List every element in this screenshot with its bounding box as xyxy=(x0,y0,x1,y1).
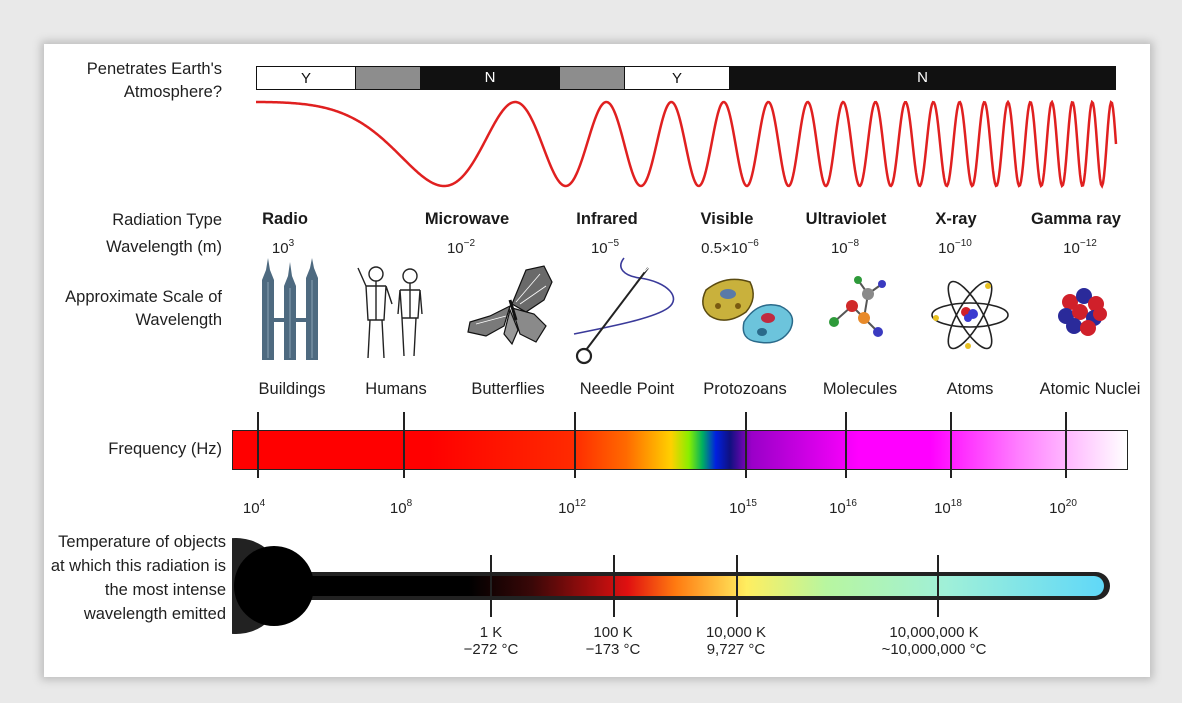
object-buildings: Buildings xyxy=(258,380,326,398)
temperature-tick-line xyxy=(736,555,738,617)
nucleus-icon xyxy=(1058,288,1107,336)
atmosphere-segment-partial2 xyxy=(559,66,625,90)
object-atomic-nuclei: Atomic Nuclei xyxy=(1039,380,1141,398)
approx-scale-label: Approximate Scale of Wavelength xyxy=(65,288,222,329)
wavelength-xray: 10−10 xyxy=(938,238,972,258)
radiation-type-label: Radiation Type xyxy=(112,211,222,229)
atmosphere-segment-n2: N xyxy=(729,66,1116,90)
protozoan-icon xyxy=(702,278,794,344)
radiation-name-xray: X-ray xyxy=(935,210,977,228)
thermometer-graphic xyxy=(232,538,1110,634)
frequency-tick-line xyxy=(574,412,576,478)
wavelength-infrared: 10−5 xyxy=(590,238,620,258)
frequency-tick-label: 1016 xyxy=(829,498,857,518)
wavelength-radio: 103 xyxy=(271,238,295,258)
radiation-name-ultraviolet: Ultraviolet xyxy=(805,210,887,228)
humans-icon xyxy=(357,266,423,359)
frequency-tick-line xyxy=(257,412,259,478)
radiation-name-infrared: Infrared xyxy=(576,210,638,228)
temperature-tick-label: 100 K−173 °C xyxy=(585,624,641,658)
buildings-icon xyxy=(262,258,318,360)
frequency-tick-label: 104 xyxy=(242,498,266,518)
temperature-tick-line xyxy=(937,555,939,617)
molecule-icon xyxy=(829,276,886,337)
object-butterflies: Butterflies xyxy=(471,380,545,398)
frequency-spectrum-bar xyxy=(232,430,1128,470)
object-needle-point: Needle Point xyxy=(579,380,675,398)
needle-icon xyxy=(573,257,675,365)
frequency-tick-label: 1018 xyxy=(934,498,962,518)
atmosphere-segment-partial1 xyxy=(355,66,421,90)
wavelength-visible: 0.5×10−6 xyxy=(701,238,759,258)
frequency-tick-line xyxy=(950,412,952,478)
wavelength-ultraviolet: 10−8 xyxy=(830,238,860,258)
frequency-tick-line xyxy=(403,412,405,478)
temperature-tick-line xyxy=(613,555,615,617)
frequency-tick-line xyxy=(1065,412,1067,478)
wavelength-gamma: 10−12 xyxy=(1063,238,1097,258)
frequency-tick-label: 108 xyxy=(389,498,413,518)
object-atoms: Atoms xyxy=(946,380,994,398)
radiation-name-microwave: Microwave xyxy=(424,210,510,228)
radiation-name-visible: Visible xyxy=(700,210,754,228)
butterfly-icon xyxy=(467,265,553,346)
frequency-tick-label: 1015 xyxy=(729,498,757,518)
frequency-tick-label: 1012 xyxy=(558,498,586,518)
object-humans: Humans xyxy=(365,380,427,398)
radiation-name-gamma: Gamma ray xyxy=(1031,210,1121,228)
atmosphere-segment-y1: Y xyxy=(256,66,356,90)
temperature-tick-line xyxy=(490,555,492,617)
wave-graphic xyxy=(256,100,1118,189)
temperature-tick-label: 1 K−272 °C xyxy=(463,624,519,658)
object-molecules: Molecules xyxy=(822,380,898,398)
wavelength-label: Wavelength (m) xyxy=(106,238,222,256)
frequency-tick-line xyxy=(845,412,847,478)
atmosphere-segment-y2: Y xyxy=(624,66,730,90)
frequency-tick-line xyxy=(745,412,747,478)
atom-icon xyxy=(931,280,1009,350)
temperature-label: Temperature of objects at which this rad… xyxy=(50,533,226,623)
temperature-tick-label: 10,000,000 K~10,000,000 °C xyxy=(881,624,987,658)
frequency-label: Frequency (Hz) xyxy=(108,440,222,458)
atmosphere-segment-n1: N xyxy=(420,66,560,90)
wavelength-microwave: 10−2 xyxy=(446,238,476,258)
penetrates-label: Penetrates Earth's Atmosphere? xyxy=(86,60,222,101)
object-protozoans: Protozoans xyxy=(703,380,787,398)
radiation-name-radio: Radio xyxy=(262,210,308,228)
frequency-tick-label: 1020 xyxy=(1049,498,1077,518)
